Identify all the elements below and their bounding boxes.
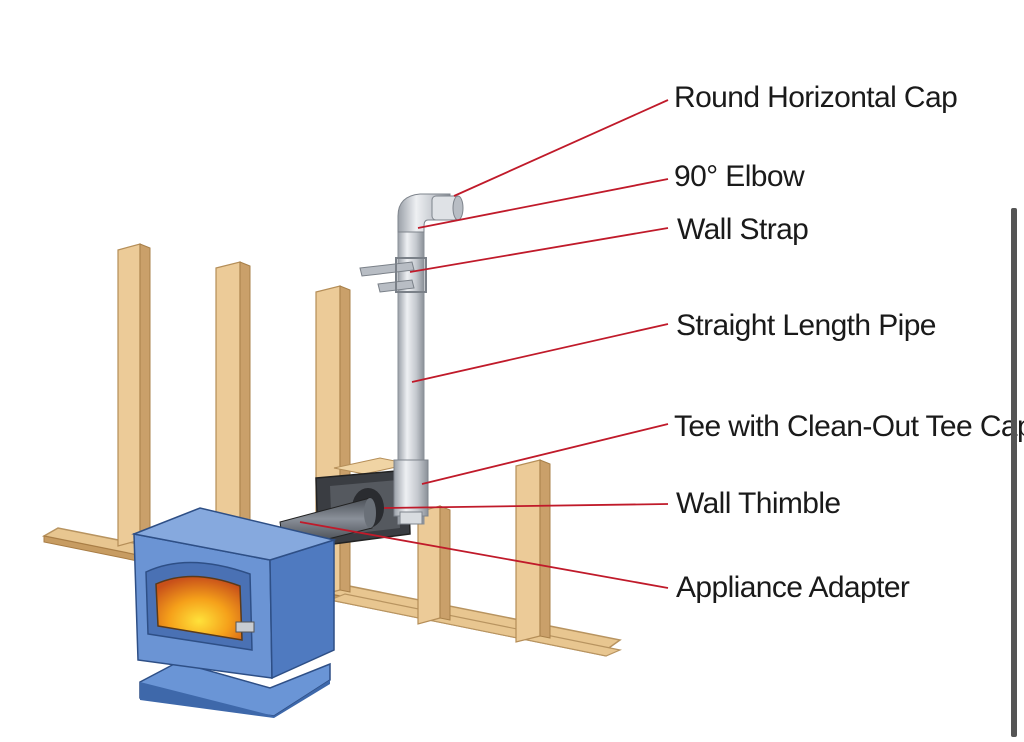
label-tee-with-clean-out-tee-cap: Tee with Clean-Out Tee Cap (674, 410, 1024, 443)
label-appliance-adapter: Appliance Adapter (676, 571, 910, 604)
labels: Round Horizontal Cap 90° Elbow Wall Stra… (674, 81, 1024, 604)
label-round-horizontal-cap: Round Horizontal Cap (674, 81, 957, 114)
vertical-pipe (359, 193, 464, 525)
leader-appliance-adapter (299, 521, 669, 589)
round-horizontal-cap (431, 195, 464, 221)
leader-wall-thimble (383, 503, 669, 509)
leader-straight-length-pipe (411, 323, 669, 383)
leader-lines (299, 99, 669, 589)
wall-strap (359, 257, 427, 293)
leader-round-horizontal-cap (453, 99, 669, 197)
label-wall-strap: Wall Strap (677, 213, 808, 246)
leader-wall-strap (409, 227, 669, 273)
label-wall-thimble: Wall Thimble (676, 487, 841, 520)
stud-5 (515, 459, 551, 643)
wood-stove (131, 507, 337, 718)
label-90-elbow: 90° Elbow (674, 160, 805, 193)
label-straight-length-pipe: Straight Length Pipe (676, 309, 936, 342)
stud-4 (417, 505, 451, 625)
leader-tee (421, 423, 669, 485)
stud-1 (117, 243, 151, 547)
leader-elbow (417, 178, 669, 229)
vertical-scrollbar[interactable] (1011, 208, 1017, 737)
